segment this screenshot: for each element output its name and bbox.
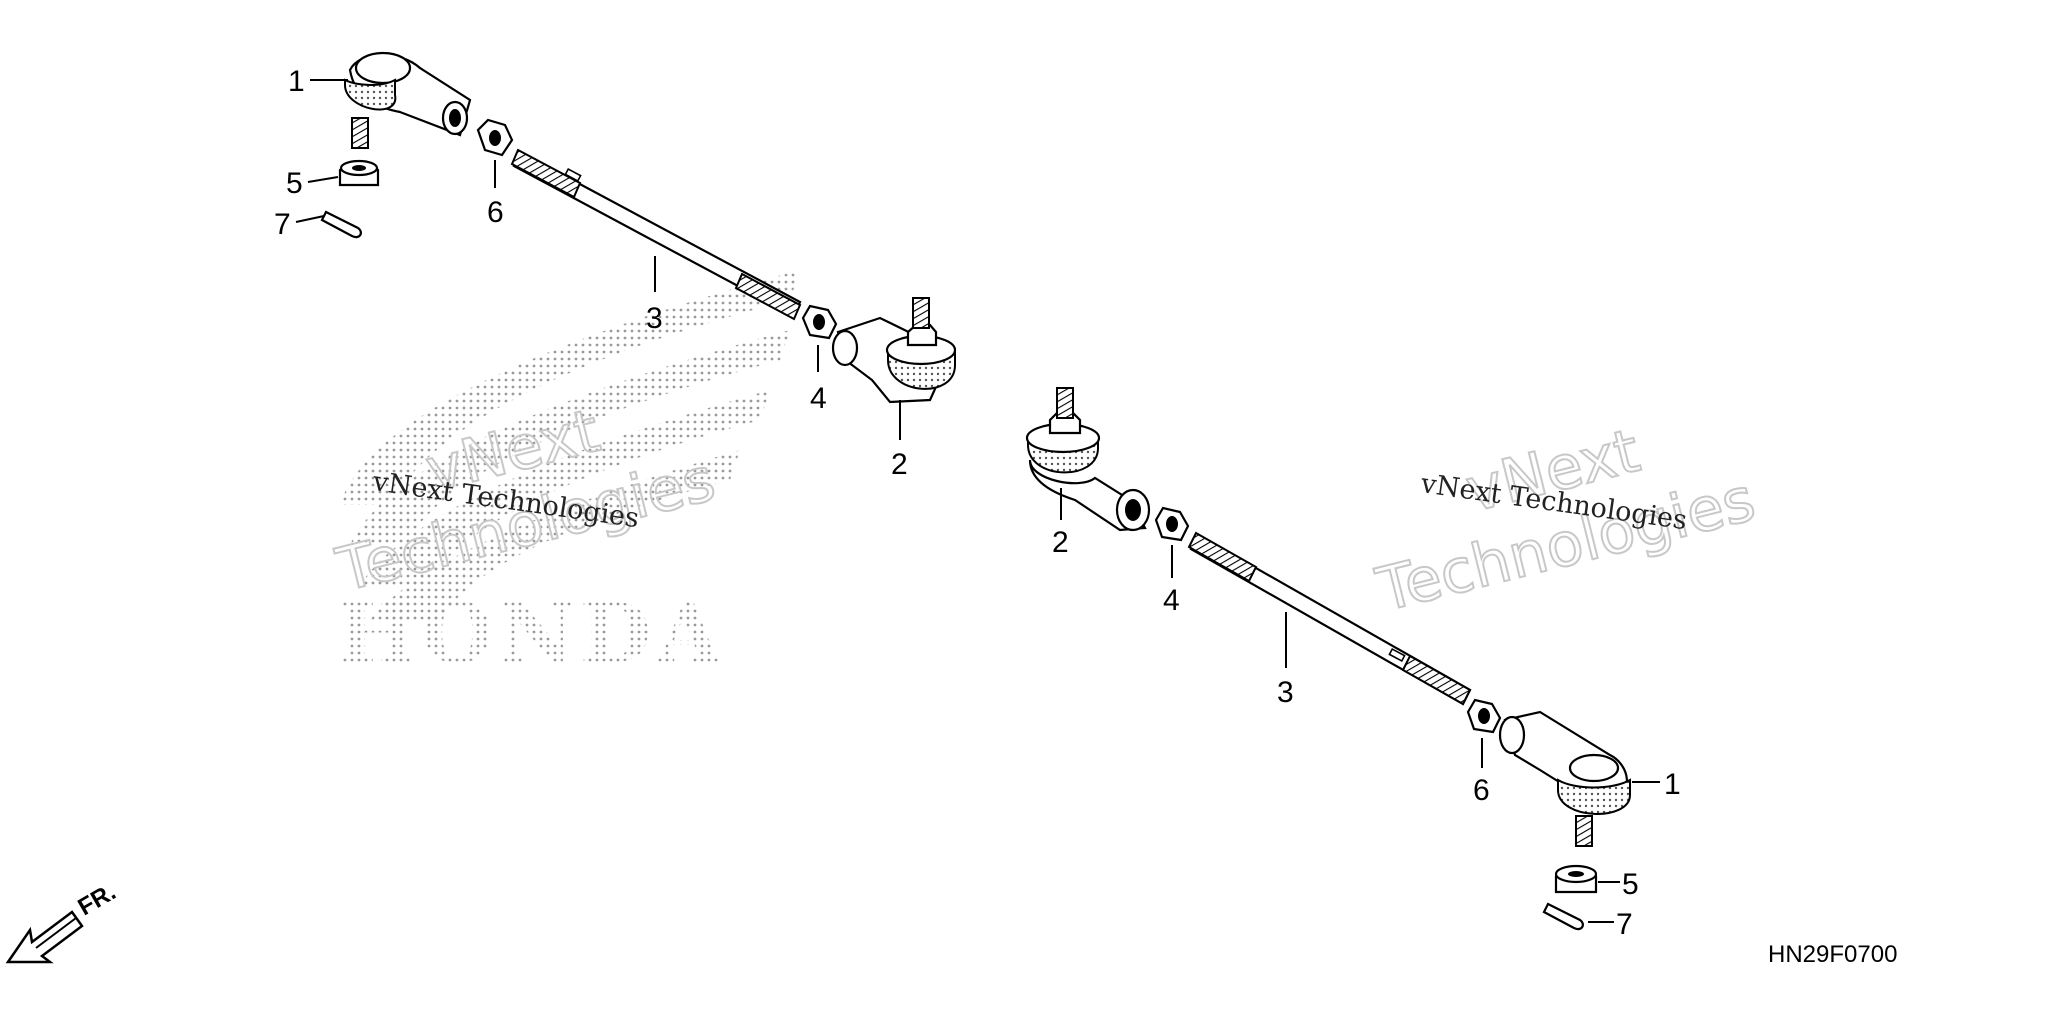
right-lock-nut-6 [1466,698,1502,734]
right-tie-rod-end-outer [1498,710,1631,847]
left-tie-rod [510,148,802,321]
right-callout-5: 5 [1622,868,1639,901]
right-tie-rod-end-inner [1025,387,1151,532]
left-tie-rod-end-inner [831,297,957,404]
left-callout-1: 1 [288,65,305,98]
left-callout-7: 7 [274,208,291,241]
left-cotter-pin [320,210,362,239]
left-callout-5: 5 [286,167,303,200]
right-callout-2: 2 [1052,526,1069,559]
left-callout-2: 2 [891,448,908,481]
left-tie-rod-end-outer [344,51,472,149]
diagram-code: HN29F0700 [1768,941,1897,968]
right-callout-1: 1 [1664,768,1681,801]
right-tie-rod-assembly: 2 4 3 6 1 5 7 [1025,387,1681,941]
left-callout-6: 6 [487,196,504,229]
right-callout-7: 7 [1616,908,1633,941]
right-callout-3: 3 [1277,676,1294,709]
front-direction-arrow: FR. [5,878,121,964]
left-tie-rod-assembly: 1 5 7 6 3 4 2 [274,51,957,481]
right-nut-4 [1154,506,1190,542]
honda-logo-text: HONDA [338,586,727,682]
right-cotter-pin [1542,902,1584,931]
honda-wing-logo: HONDA [338,270,800,682]
front-direction-label: FR. [74,878,121,921]
left-callout-3: 3 [646,302,663,335]
left-lock-nut-6 [476,118,514,157]
right-tie-rod [1187,531,1472,706]
right-callout-4: 4 [1163,584,1180,617]
right-callout-6: 6 [1473,774,1490,807]
right-castle-nut [1554,864,1598,894]
left-nut-4 [801,304,838,340]
left-callout-4: 4 [810,382,827,415]
left-castle-nut [338,159,380,187]
